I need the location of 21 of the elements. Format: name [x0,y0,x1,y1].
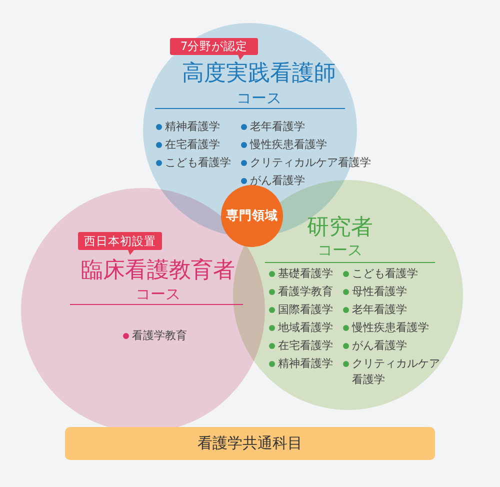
bullet-item: クリティカルケア看護学 [342,356,448,388]
bullet-item: 母性看護学 [342,284,448,300]
course-subtitle: コース [236,89,282,107]
course-title: 高度実践看護師 [182,61,336,87]
center-label: 専門領域 [226,208,278,224]
common-subjects-bar: 看護学共通科目 [65,427,435,460]
bullet-item: 老年看護学 [240,119,410,135]
bullet-item: 慢性疾患看護学 [342,320,448,336]
course-title: 研究者 [307,215,373,241]
course-subtitle: コース [136,285,180,303]
bullet-item: 看護学教育 [122,328,252,344]
bullet-item: こども看護学 [342,266,448,282]
course-title: 臨床看護教育者 [81,258,235,284]
bullet-item: がん看護学 [342,338,448,354]
bullet-item: がん看護学 [240,173,410,189]
callout-tag: 7分野が認定 [170,38,258,60]
bullet-item: クリティカルケア看護学 [240,155,410,171]
course-subtitle: コース [318,241,362,259]
callout-tag: 西日本初設置 [78,232,162,255]
bullet-item: 慢性疾患看護学 [240,137,410,153]
bullet-item: 老年看護学 [342,302,448,318]
